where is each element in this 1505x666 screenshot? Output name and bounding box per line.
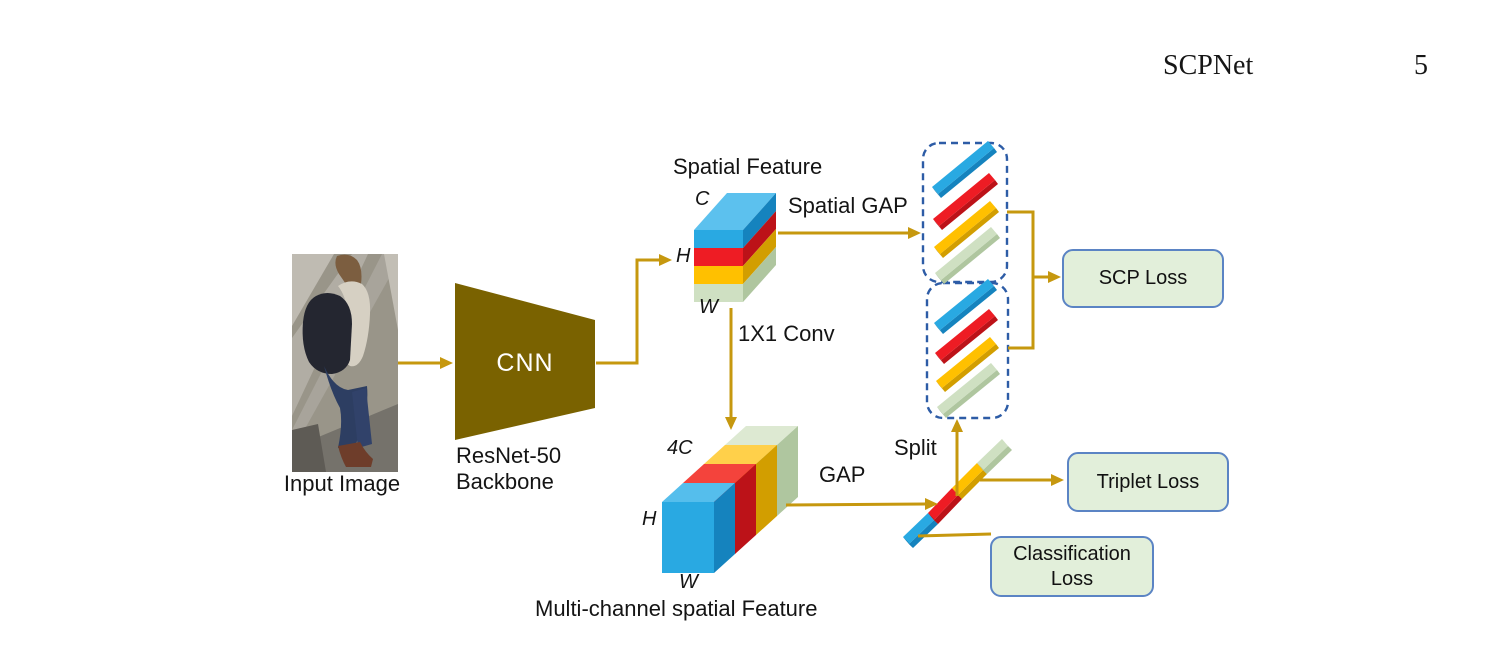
triplet-loss-box: Triplet Loss (1067, 452, 1229, 512)
person-backpack (302, 293, 352, 374)
spatial-feature-title: Spatial Feature (673, 154, 823, 179)
pooled-channel-bars-top (932, 141, 1000, 284)
channel-bar-red (933, 173, 998, 230)
vector-segment-cyan (903, 513, 938, 548)
arrow-to-triplet-loss (980, 474, 1064, 486)
scp-loss-label: SCP Loss (1098, 267, 1188, 289)
split-channel-bars-bottom (934, 279, 1000, 418)
triplet-loss-label: Triplet Loss (1096, 470, 1200, 493)
channel-bar-yellow (934, 201, 999, 258)
channel-bar-red (935, 309, 998, 364)
backbone-name-line1: ResNet-50 (456, 443, 562, 468)
classification-loss-label-line1: Classification (1013, 542, 1131, 565)
scp-loss-box: SCP Loss (1062, 249, 1224, 308)
input-image-caption: Input Image (283, 471, 401, 496)
input-photo (292, 254, 398, 472)
page-number: 5 (1414, 50, 1428, 81)
dim-label-w-multi: W (679, 571, 698, 593)
cnn-trapezoid (455, 283, 595, 440)
split-label: Split (894, 435, 937, 460)
cnn-label: CNN (496, 349, 554, 377)
dim-label-w: W (699, 296, 718, 318)
arrow-input-to-cnn (398, 357, 453, 369)
gap-feature-vector (903, 439, 1012, 548)
vector-segment-red (928, 488, 962, 524)
paper-running-title: SCPNet (1163, 50, 1254, 81)
flow-arrows (398, 210, 1064, 538)
conv-1x1-label: 1X1 Conv (738, 321, 835, 346)
spatial-feature-block (694, 193, 776, 302)
arrow-cnn-to-spatial-feature (596, 254, 672, 365)
vector-segment-green (977, 439, 1012, 474)
arrow-spatial-gap (778, 227, 921, 239)
channel-bar-cyan (932, 141, 997, 198)
channel-bar-green (935, 227, 1000, 284)
person-boots (338, 442, 373, 467)
spatial-gap-label: Spatial GAP (788, 193, 908, 218)
arrow-gap (785, 498, 938, 510)
classification-loss-box: Classification Loss (990, 536, 1154, 597)
arrow-split (951, 419, 963, 496)
multichannel-feature-block (662, 426, 798, 573)
classification-loss-label-line2: Loss (1050, 567, 1094, 590)
channel-bar-green (937, 363, 1000, 418)
channel-bar-cyan (934, 279, 997, 334)
dim-label-c: C (695, 188, 710, 210)
multichannel-feature-caption: Multi-channel spatial Feature (535, 596, 818, 621)
gap-label: GAP (819, 462, 866, 487)
spatial-vectors-dashed-box-top (921, 141, 1009, 284)
spatial-vectors-dashed-box-bottom (925, 281, 1010, 420)
dim-label-4c: 4C (667, 437, 693, 459)
dim-label-h: H (676, 245, 691, 267)
arrow-1x1-conv (725, 308, 737, 430)
backbone-name-line2: Backbone (456, 469, 554, 494)
line-to-classification-loss (917, 532, 992, 538)
connector-to-scp-loss (1007, 210, 1061, 350)
dim-label-h-multi: H (642, 508, 657, 530)
channel-bar-yellow (936, 337, 999, 392)
